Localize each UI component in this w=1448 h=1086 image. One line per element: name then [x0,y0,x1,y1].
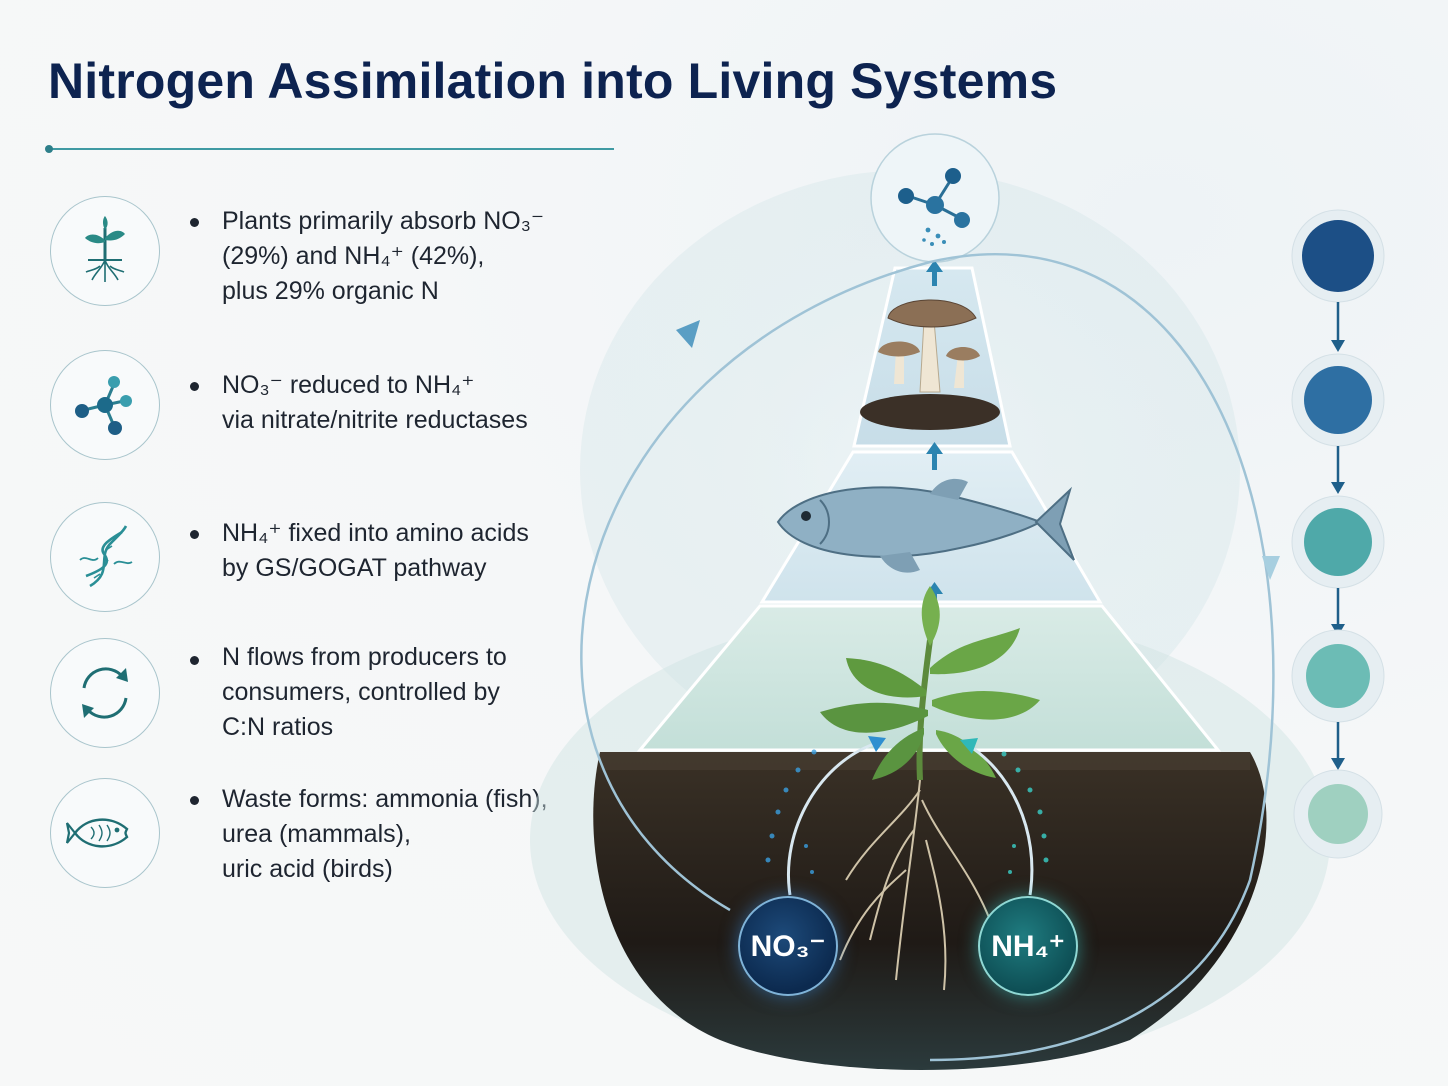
root-system [839,779,991,991]
bullet-marker [190,656,199,665]
bullet-line: urea (mammals), [222,820,411,848]
cycle-loop [580,253,1275,1062]
bullet-item-amino-acids: NH₄⁺ fixed into amino acids by GS/GOGAT … [50,502,570,622]
bullet-line: NH₄⁺ fixed into amino acids [222,519,529,547]
title-underline [45,145,614,153]
page-title: Nitrogen Assimilation into Living System… [48,53,1058,109]
fish-icon [50,778,160,888]
cycle-arrowhead [1262,556,1280,580]
bullet-text: NO₃⁻ reduced to NH₄⁺ via nitrate/nitrite… [222,368,582,438]
bullet-line: by GS/GOGAT pathway [222,554,487,582]
bullet-text: N flows from producers to consumers, con… [222,640,582,745]
mushroom-icon [860,299,1000,430]
bullet-line: N flows from producers to [222,643,507,671]
bullet-line: (29%) and NH₄⁺ (42%), [222,242,485,270]
pyramid-tier-producers [636,604,1222,752]
nh4-uptake-arrowhead [960,738,978,754]
stage-circle-4 [1306,644,1370,708]
bullet-marker [190,796,199,805]
no3-particles [765,749,817,874]
bullet-line: Plants primarily absorb NO₃⁻ [222,207,545,235]
bullet-item-plant-uptake: Plants primarily absorb NO₃⁻ (29%) and N… [50,196,570,316]
nh4-uptake-arrow [965,742,1034,896]
bullet-line: C:N ratios [222,713,334,741]
soil-surface [600,752,1250,770]
fish-illustration [776,478,1075,573]
underline-dot [45,145,53,153]
nitrate-ion-label: NO₃⁻ [738,896,838,996]
bullet-line: plus 29% organic N [222,277,439,305]
no3-uptake-arrow [787,740,881,896]
bullet-line: consumers, controlled by [222,678,500,706]
bullet-item-nitrate-reduction: NO₃⁻ reduced to NH₄⁺ via nitrate/nitrite… [50,350,570,470]
stage-progression [1291,209,1385,859]
stage-circle-5 [1308,784,1368,844]
soil-layer [593,752,1267,1070]
stage-circle-3 [1304,508,1372,576]
molecule-icon [50,350,160,460]
cycle-arrows-icon [50,638,160,748]
bullet-text: Plants primarily absorb NO₃⁻ (29%) and N… [222,204,582,309]
bullet-marker [190,530,199,539]
bullet-item-waste-forms: Waste forms: ammonia (fish), urea (mamma… [50,778,570,898]
bullet-line: Waste forms: ammonia (fish), [222,785,548,813]
dna-icon [50,502,160,612]
bullet-line: uric acid (birds) [222,855,393,883]
stage-circle-2 [1304,366,1372,434]
bullet-text: NH₄⁺ fixed into amino acids by GS/GOGAT … [222,516,582,586]
ammonium-ion-label: NH₄⁺ [978,896,1078,996]
molecule-icon [898,168,970,246]
bullet-item-nitrogen-flow: N flows from producers to consumers, con… [50,638,570,758]
plant-illustration [820,586,1040,781]
bullet-line: via nitrate/nitrite reductases [222,406,528,434]
no3-uptake-arrowhead [868,736,886,752]
bullet-text: Waste forms: ammonia (fish), urea (mamma… [222,782,582,887]
bullet-marker [190,218,199,227]
nh4-particles [1001,751,1049,874]
plant-roots-icon [50,196,160,306]
cycle-arrowhead [676,320,700,348]
bullet-marker [190,382,199,391]
stage-circle-1 [1302,220,1374,292]
bullet-line: NO₃⁻ reduced to NH₄⁺ [222,371,475,399]
